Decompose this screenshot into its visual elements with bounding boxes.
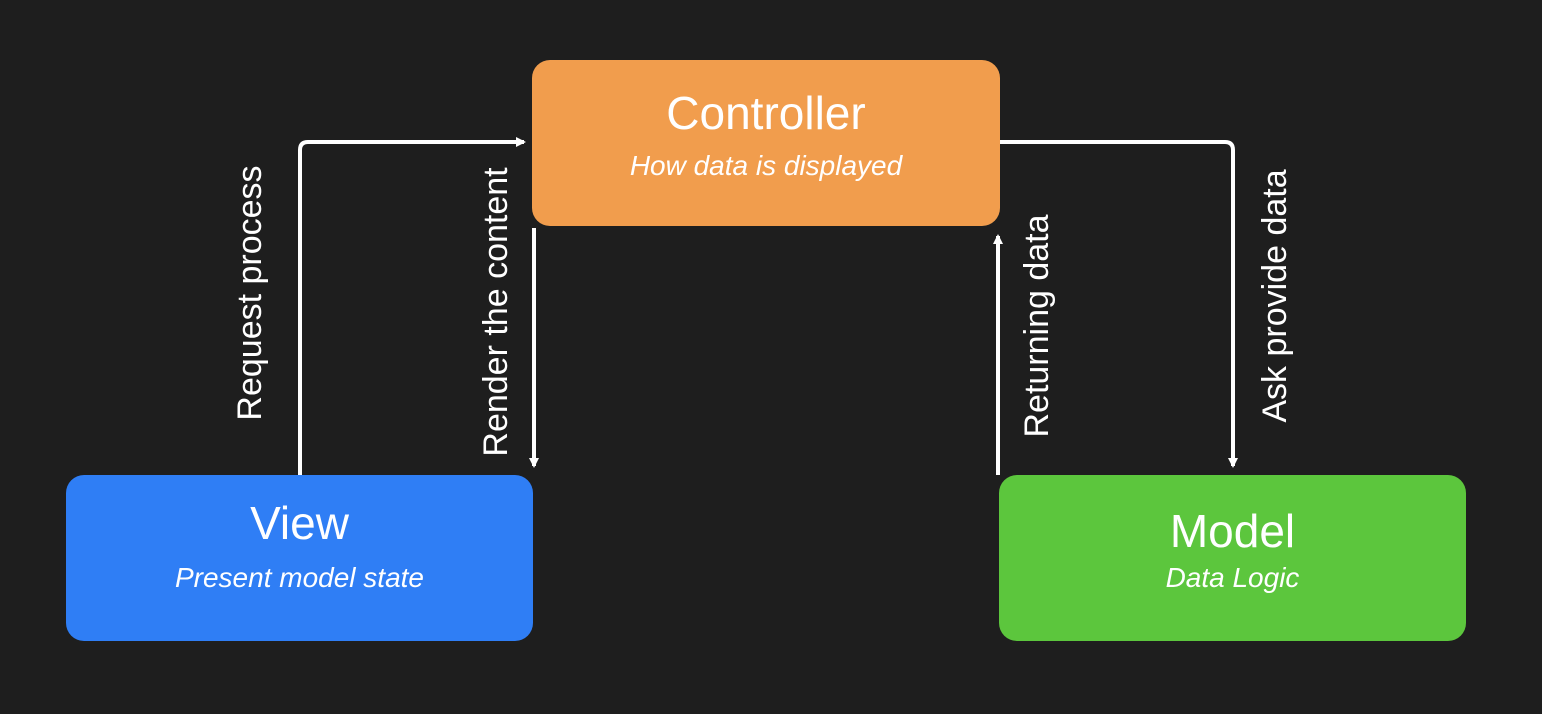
ask-provide-data-label: Ask provide data — [1256, 169, 1294, 423]
returning-data-label: Returning data — [1018, 214, 1056, 438]
view-box: View Present model state — [66, 475, 533, 641]
model-box: Model Data Logic — [999, 475, 1466, 641]
controller-subtitle: How data is displayed — [629, 150, 903, 181]
view-title: View — [250, 497, 349, 549]
model-title: Model — [1169, 505, 1296, 557]
render-content-label: Render the content — [477, 167, 515, 457]
ask-provide-data-arrow — [1000, 140, 1238, 468]
view-subtitle: Present model state — [174, 562, 425, 593]
controller-title: Controller — [666, 87, 866, 139]
request-process-arrow — [298, 137, 526, 475]
controller-box: Controller How data is displayed — [532, 60, 1000, 226]
request-process-label: Request process — [231, 165, 269, 421]
model-subtitle: Data Logic — [1165, 562, 1300, 593]
